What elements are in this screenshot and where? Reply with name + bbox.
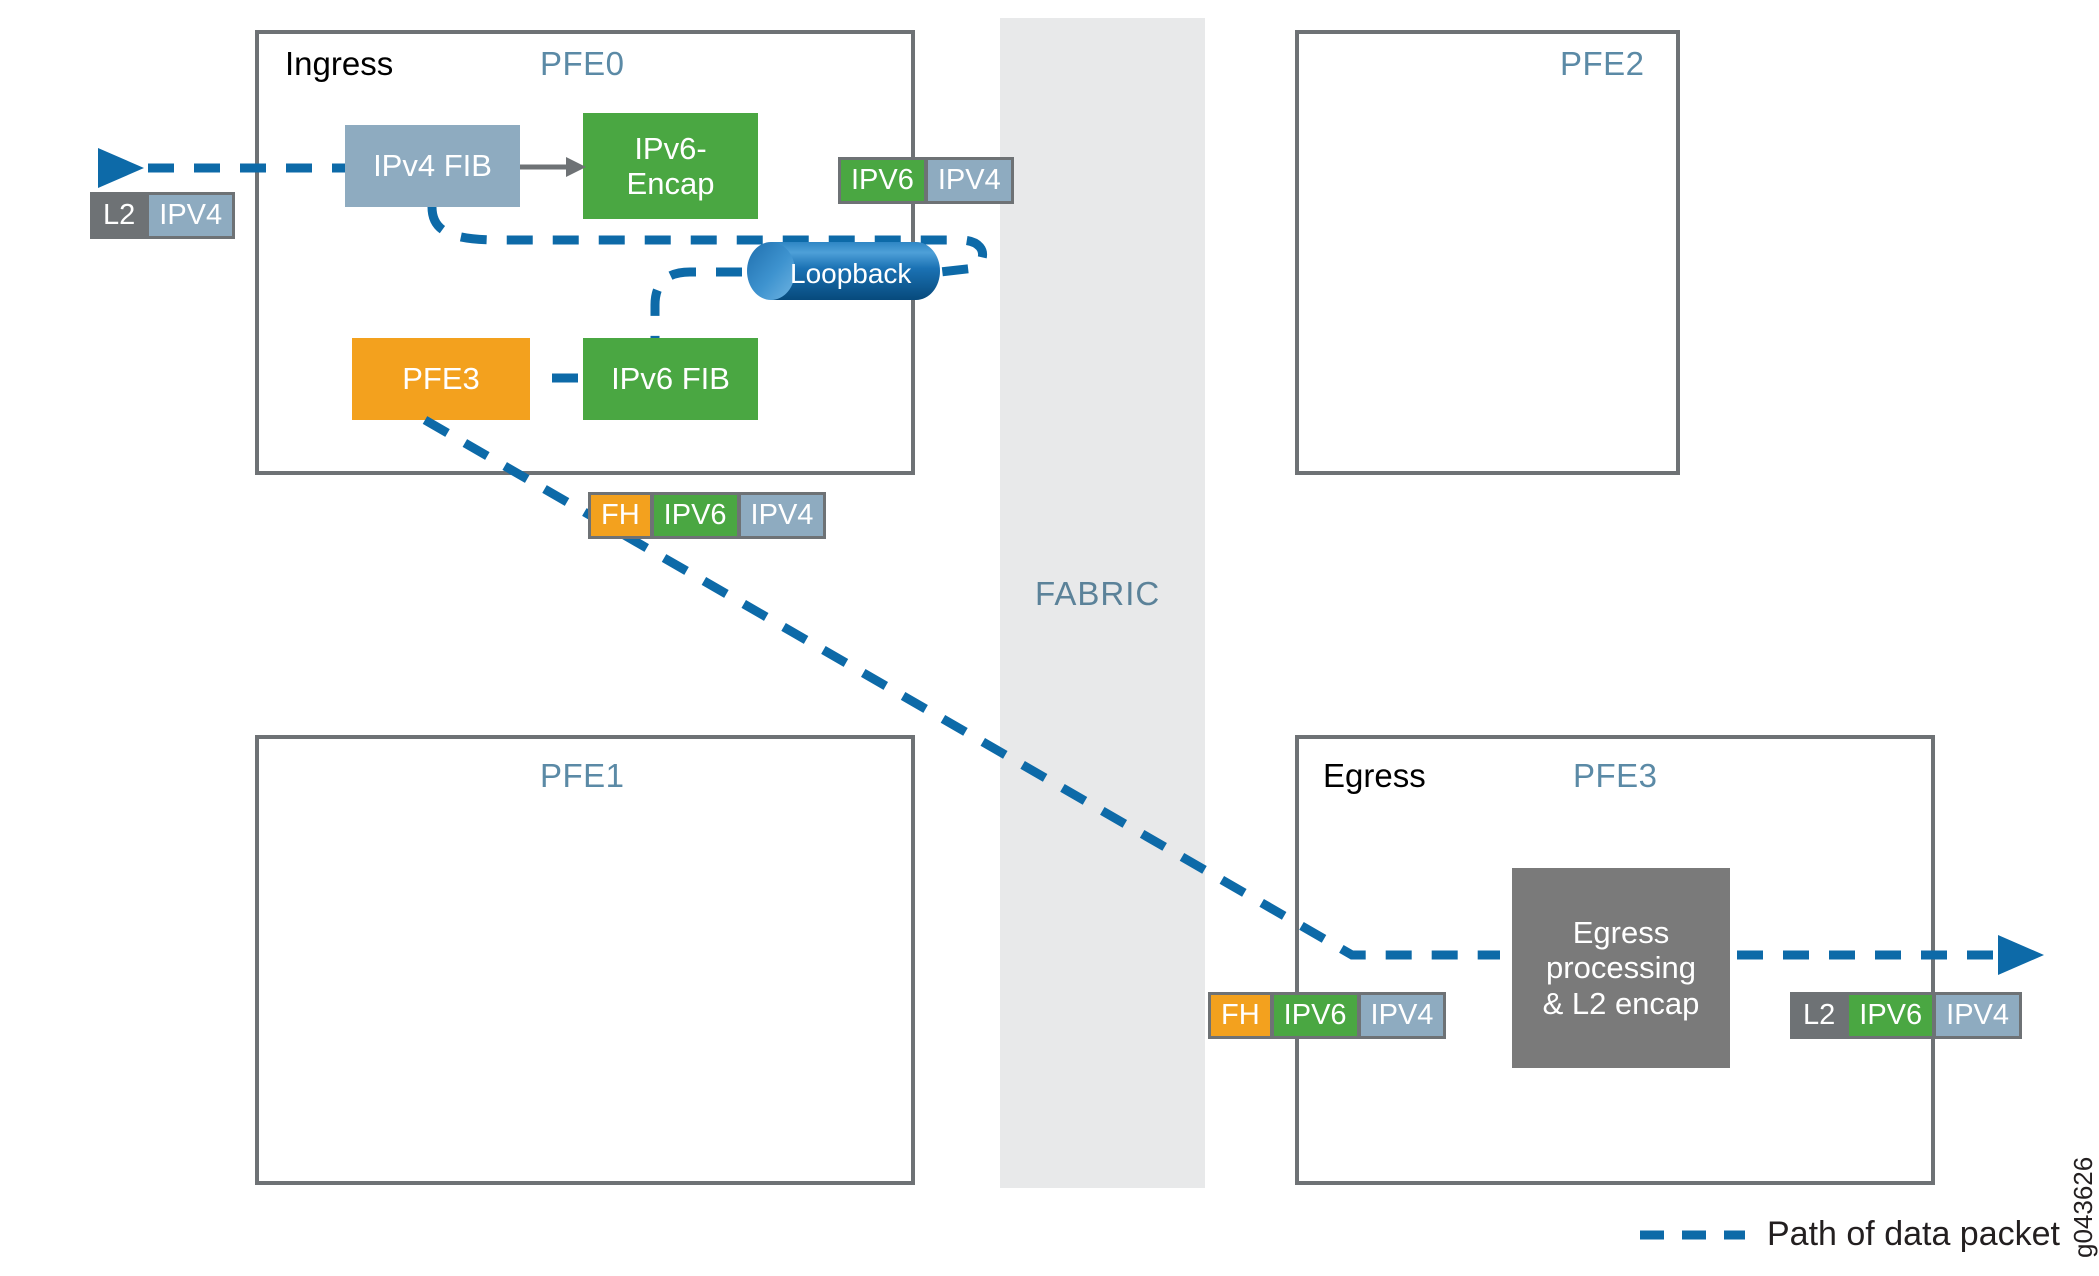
packet-segment-ipv4: IPV4 [1360, 995, 1444, 1036]
ingress-role-label: Ingress [285, 45, 394, 82]
legend-label: Path of data packet [1767, 1215, 2060, 1253]
loopback-cylinder[interactable] [745, 240, 940, 307]
packet-segment-fh: FH [1211, 995, 1270, 1036]
egress-pfe-label: PFE3 [1573, 757, 1658, 794]
node-ipv6-fib-label: IPv6 FIB [611, 361, 730, 397]
legend: Path of data packet [1640, 1215, 2060, 1254]
packet-segment-ipv4: IPV4 [740, 495, 824, 536]
packet-segment-fh: FH [591, 495, 650, 536]
packet-segment-ipv6: IPV6 [1849, 995, 1933, 1036]
packet-egress-input: FH IPV6 IPV4 [1208, 992, 1447, 1039]
egress-processing-line2: processing [1546, 950, 1696, 986]
node-ipv6-encap-line1: IPv6- [634, 130, 707, 166]
packet-segment-l2: L2 [1793, 995, 1846, 1036]
packet-segment-l2: L2 [93, 195, 146, 236]
egress-processing-line1: Egress [1572, 915, 1670, 950]
packet-segment-ipv4: IPV4 [1936, 995, 2020, 1036]
packet-segment-ipv6: IPV6 [841, 160, 924, 201]
node-ipv4-fib-label: IPv4 FIB [373, 148, 492, 184]
egress-role-label: Egress [1323, 757, 1426, 794]
pfe2-label: PFE2 [1560, 45, 1645, 82]
fabric-label: FABRIC [1035, 575, 1161, 612]
packet-after-encap: IPV6 IPV4 [838, 157, 1014, 204]
packet-segment-ipv6: IPV6 [1273, 995, 1357, 1036]
node-ipv6-encap[interactable]: IPv6- Encap [583, 113, 758, 219]
legend-dashed-line-icon [1640, 1230, 1745, 1239]
node-pfe3-target[interactable]: PFE3 [352, 338, 530, 420]
node-pfe3-target-label: PFE3 [402, 361, 480, 397]
panel-pfe2 [1295, 30, 1680, 475]
arrow-fib-to-encap [520, 157, 586, 177]
node-ipv4-fib[interactable]: IPv4 FIB [345, 125, 520, 207]
panel-pfe1 [255, 735, 915, 1185]
pfe1-label: PFE1 [540, 757, 625, 794]
node-egress-processing[interactable]: Egress processing & L2 encap [1512, 868, 1730, 1068]
node-ipv6-fib[interactable]: IPv6 FIB [583, 338, 758, 420]
packet-ingress-input: L2 IPV4 [90, 192, 236, 239]
packet-segment-ipv4: IPV4 [927, 160, 1011, 201]
ingress-pfe-label: PFE0 [540, 45, 625, 82]
figure-id-watermark: g043626 [2068, 1156, 2098, 1258]
node-ipv6-encap-line2: Encap [626, 166, 715, 201]
egress-processing-line3: & L2 encap [1542, 985, 1700, 1021]
packet-egress-output: L2 IPV6 IPV4 [1790, 992, 2023, 1039]
packet-segment-ipv6: IPV6 [653, 495, 737, 536]
packet-fabric-bound: FH IPV6 IPV4 [588, 492, 827, 539]
packet-segment-ipv4: IPV4 [149, 195, 233, 236]
